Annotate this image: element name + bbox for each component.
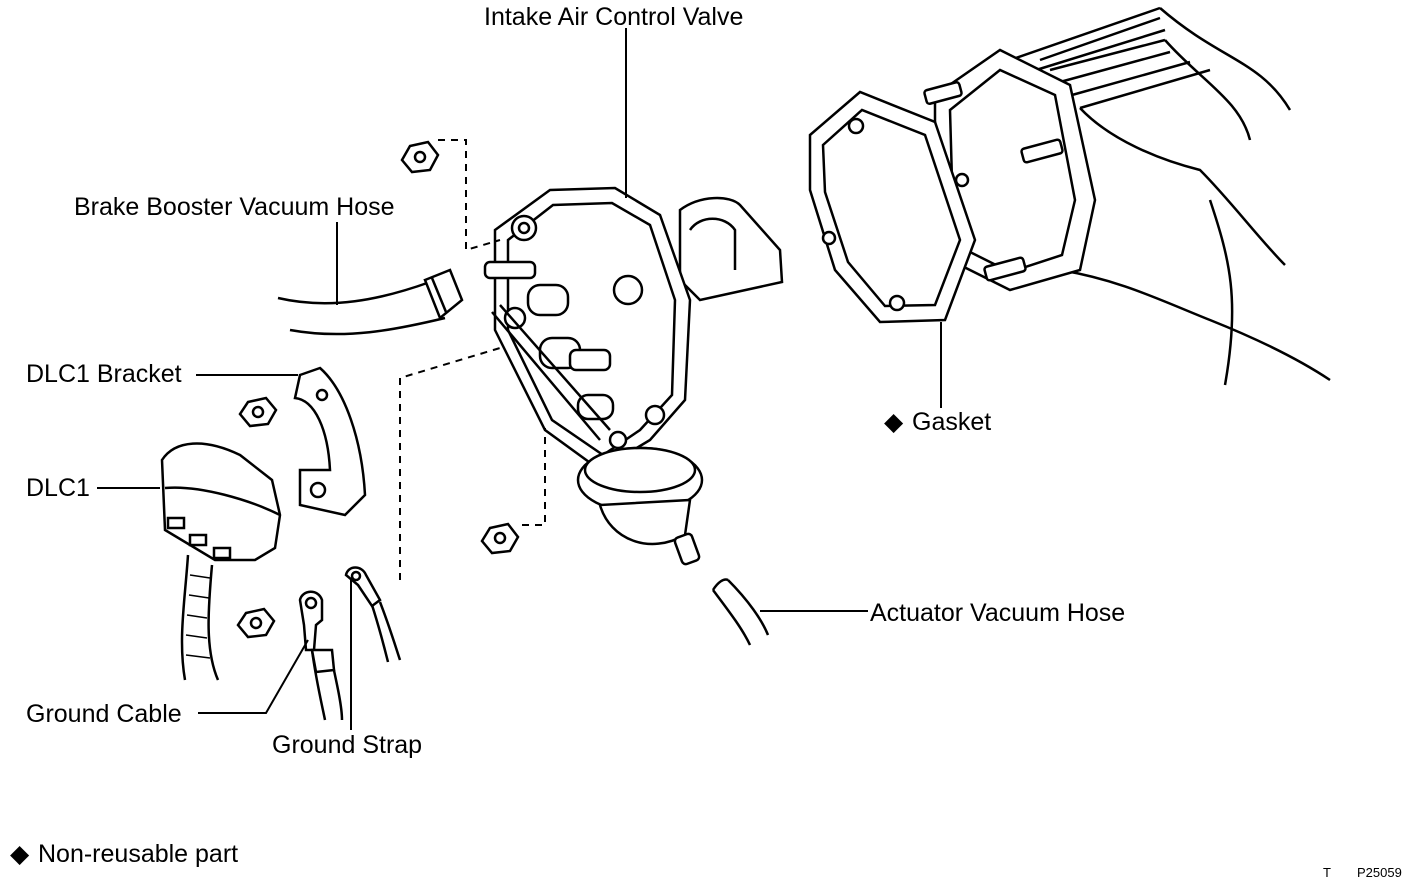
stud-bottom <box>983 256 1027 282</box>
ground-cable-part <box>298 590 344 721</box>
legend-marker: ◆ <box>10 840 30 868</box>
label-brake-booster-vacuum-hose: Brake Booster Vacuum Hose <box>74 193 395 221</box>
label-intake-air-control-valve: Intake Air Control Valve <box>484 3 743 31</box>
gasket-part <box>808 90 977 324</box>
label-ground-cable: Ground Cable <box>26 700 182 728</box>
label-actuator-vacuum-hose: Actuator Vacuum Hose <box>870 599 1125 627</box>
assembly-guide-lines <box>399 139 546 580</box>
intake-air-control-valve-part <box>483 186 784 566</box>
legend: ◆ Non-reusable part <box>10 840 238 868</box>
label-gasket: Gasket <box>912 408 991 436</box>
footer-figure-id: P25059 <box>1357 865 1402 880</box>
stud-top <box>923 81 963 105</box>
nut-dlc1-upper <box>238 396 278 428</box>
nut-top <box>400 140 440 174</box>
label-dlc1-bracket: DLC1 Bracket <box>26 360 182 388</box>
gasket-non-reusable-marker: ◆ <box>884 408 904 436</box>
intake-manifold <box>898 6 1331 386</box>
footer-code-letter: T <box>1323 865 1331 880</box>
actuator-vacuum-hose-part <box>711 578 770 646</box>
dlc1-bracket-part <box>293 366 367 517</box>
label-ground-strap: Ground Strap <box>272 731 422 759</box>
leader-lines <box>97 28 942 730</box>
stud-right-upper <box>1020 138 1064 164</box>
legend-text: Non-reusable part <box>38 840 238 868</box>
nut-center <box>480 522 520 555</box>
nut-dlc1-lower <box>236 607 276 639</box>
ground-strap-part <box>344 566 402 663</box>
brake-booster-vacuum-hose-part <box>277 268 464 336</box>
label-dlc1: DLC1 <box>26 474 90 502</box>
dlc1-part <box>160 442 282 681</box>
